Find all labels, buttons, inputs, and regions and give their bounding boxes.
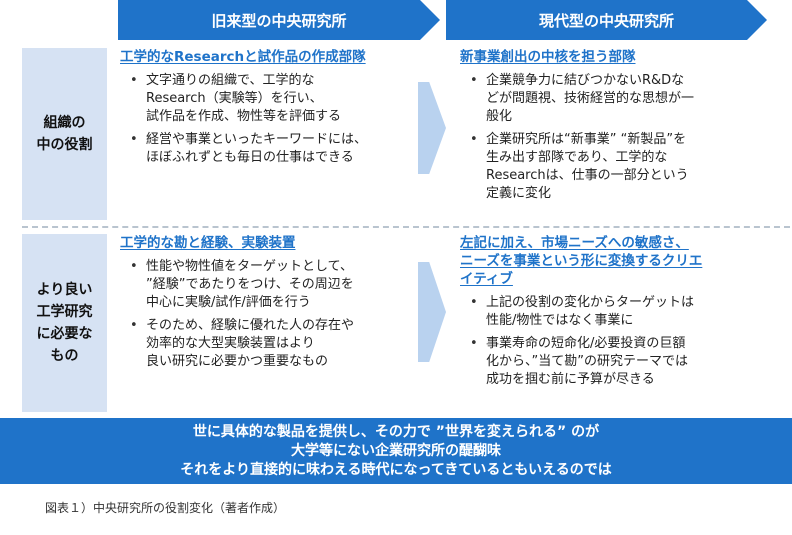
bullet-list: 文字通りの組織で、工学的な Research（実験等）を行い、 試作品を作成、物…	[120, 72, 425, 167]
row-label-better-research: より良い 工学研究 に必要な もの	[22, 234, 107, 412]
row-label-org-role: 組織の 中の役割	[22, 48, 107, 220]
bullet-item: 文字通りの組織で、工学的な Research（実験等）を行い、 試作品を作成、物…	[130, 72, 425, 126]
bullet-item: 経営や事業といったキーワードには、 ほぼふれずとも毎日の仕事はできる	[130, 131, 425, 167]
cell-title: 工学的な勘と経験、実験装置	[120, 235, 296, 251]
figure-caption: 図表１）中央研究所の役割変化（著者作成）	[45, 501, 286, 515]
bullet-item: 事業寿命の短命化/必要投資の巨額 化から、”当て勘”の研究テーマでは 成功を掴む…	[470, 335, 780, 389]
conclusion-line: 世に具体的な製品を提供し、その力で ”世界を変えられる” のが	[192, 423, 600, 440]
conclusion-band: 世に具体的な製品を提供し、その力で ”世界を変えられる” のが 大学等にない企業…	[0, 418, 792, 484]
bullet-list: 性能や物性値をターゲットとして、 ”経験”であたりをつけ、その周辺を 中心に実験…	[120, 258, 425, 371]
cell-better-research-old: 工学的な勘と経験、実験装置 性能や物性値をターゲットとして、 ”経験”であたりを…	[120, 234, 425, 376]
bullet-item: 上記の役割の変化からターゲットは 性能/物性ではなく事業に	[470, 294, 780, 330]
cell-title: 工学的なResearchと試作品の作成部隊	[120, 49, 366, 65]
row-divider	[22, 226, 790, 228]
bullet-item: 企業競争力に結びつかないR&Dな どが問題視、技術経営的な思想が一 般化	[470, 72, 780, 126]
cell-org-role-old: 工学的なResearchと試作品の作成部隊 文字通りの組織で、工学的な Rese…	[120, 48, 425, 172]
bullet-list: 企業競争力に結びつかないR&Dな どが問題視、技術経営的な思想が一 般化 企業研…	[460, 72, 780, 203]
bullet-item: 性能や物性値をターゲットとして、 ”経験”であたりをつけ、その周辺を 中心に実験…	[130, 258, 425, 312]
conclusion-line: それをより直接的に味わえる時代になってきているともいえるのでは	[180, 461, 612, 478]
cell-better-research-new: 左記に加え、市場ニーズへの敏感さ、 ニーズを事業という形に変換するクリエ イティ…	[460, 234, 780, 394]
cell-org-role-new: 新事業創出の中核を担う部隊 企業競争力に結びつかないR&Dな どが問題視、技術経…	[460, 48, 780, 208]
cell-title: 左記に加え、市場ニーズへの敏感さ、 ニーズを事業という形に変換するクリエ イティ…	[460, 235, 703, 287]
row-label-org-role-text: 組織の 中の役割	[36, 115, 93, 153]
header-old-central-lab: 旧来型の中央研究所	[118, 0, 440, 40]
bullet-list: 上記の役割の変化からターゲットは 性能/物性ではなく事業に 事業寿命の短命化/必…	[460, 294, 780, 389]
bullet-item: そのため、経験に優れた人の存在や 効率的な大型実験装置はより 良い研究に必要かつ…	[130, 317, 425, 371]
conclusion-line: 大学等にない企業研究所の醍醐味	[291, 442, 501, 459]
cell-title: 新事業創出の中核を担う部隊	[460, 49, 636, 65]
bullet-item: 企業研究所は“新事業” “新製品”を 生み出す部隊であり、工学的な Resear…	[470, 131, 780, 203]
row-label-better-research-text: より良い 工学研究 に必要な もの	[36, 282, 93, 364]
header-modern-central-lab: 現代型の中央研究所	[446, 0, 767, 40]
